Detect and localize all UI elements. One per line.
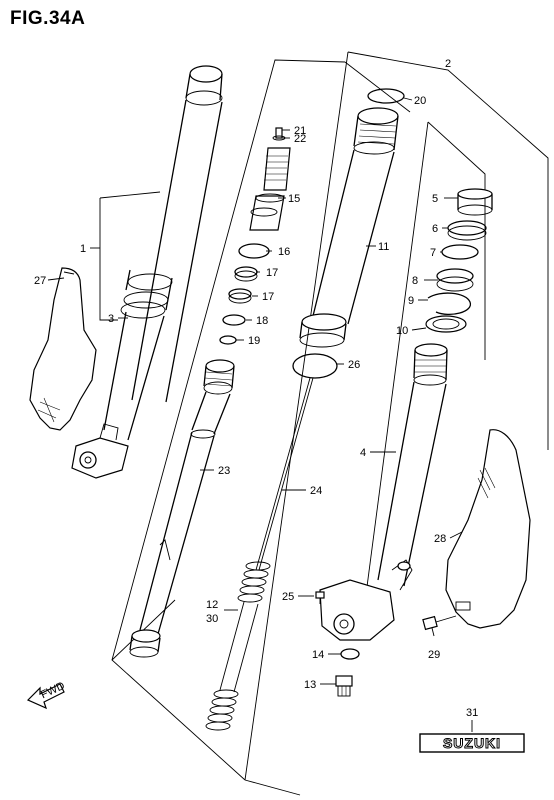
bushings-and-seals-5-10 [425, 188, 493, 333]
callout-25: 25 [282, 591, 294, 603]
callout-17b: 17 [262, 291, 274, 303]
callout-30: 30 [206, 613, 218, 625]
part-4-inner-tube [319, 343, 448, 641]
callout-18: 18 [256, 315, 268, 327]
callout-1: 1 [80, 243, 86, 255]
part-15-valve-assembly [249, 127, 291, 231]
callout-11: 11 [378, 241, 389, 253]
callout-labels: 1 2 3 4 5 6 7 8 9 10 11 12 13 14 15 16 1… [34, 58, 478, 719]
part-12-fork-spring [205, 561, 271, 731]
callout-7: 7 [430, 247, 436, 259]
callout-17a: 17 [266, 267, 278, 279]
assembly-frame [99, 51, 549, 796]
callout-26: 26 [348, 359, 360, 371]
callout-10: 10 [396, 325, 408, 337]
forward-direction-arrow: FWD [26, 680, 67, 710]
part-1-fork-assembly-left [71, 65, 223, 479]
part-23-damper-rod [129, 359, 235, 658]
callout-22: 22 [294, 133, 306, 145]
part-24-rod [255, 377, 311, 571]
callout-28: 28 [434, 533, 446, 545]
callout-12: 12 [206, 599, 218, 611]
callout-3: 3 [108, 313, 114, 325]
callout-9: 9 [408, 295, 414, 307]
callout-20: 20 [414, 95, 426, 107]
callout-29: 29 [428, 649, 440, 661]
part-25-bleed-screw [315, 591, 325, 604]
callout-31: 31 [466, 707, 478, 719]
callout-2: 2 [445, 58, 451, 70]
callout-16: 16 [278, 246, 290, 258]
callout-8: 8 [412, 275, 418, 287]
suzuki-emblem-text: SUZUKI [443, 735, 501, 751]
figure-title: FIG.34A [10, 8, 86, 29]
leader-lines [47, 97, 473, 732]
part-28-fork-guard-right [445, 429, 531, 629]
part-26-o-ring [292, 353, 338, 379]
callout-6: 6 [432, 223, 438, 235]
callout-24: 24 [310, 485, 322, 497]
part-11-outer-tube [299, 107, 399, 348]
callout-5: 5 [432, 193, 438, 205]
part-13-drain-bolt [335, 675, 353, 697]
callout-27: 27 [34, 275, 46, 287]
callout-19: 19 [248, 335, 260, 347]
part-27-fork-guard-left [29, 267, 97, 431]
callout-15: 15 [288, 193, 300, 205]
part-31-suzuki-emblem: SUZUKI [419, 733, 525, 753]
part-14-washer [340, 648, 360, 660]
callout-4: 4 [360, 447, 366, 459]
callout-14: 14 [312, 649, 324, 661]
callout-21: 21 [294, 125, 306, 137]
callout-13: 13 [304, 679, 316, 691]
part-20-o-ring [367, 88, 405, 104]
part-29-bolt [422, 615, 457, 631]
callout-23: 23 [218, 465, 230, 477]
